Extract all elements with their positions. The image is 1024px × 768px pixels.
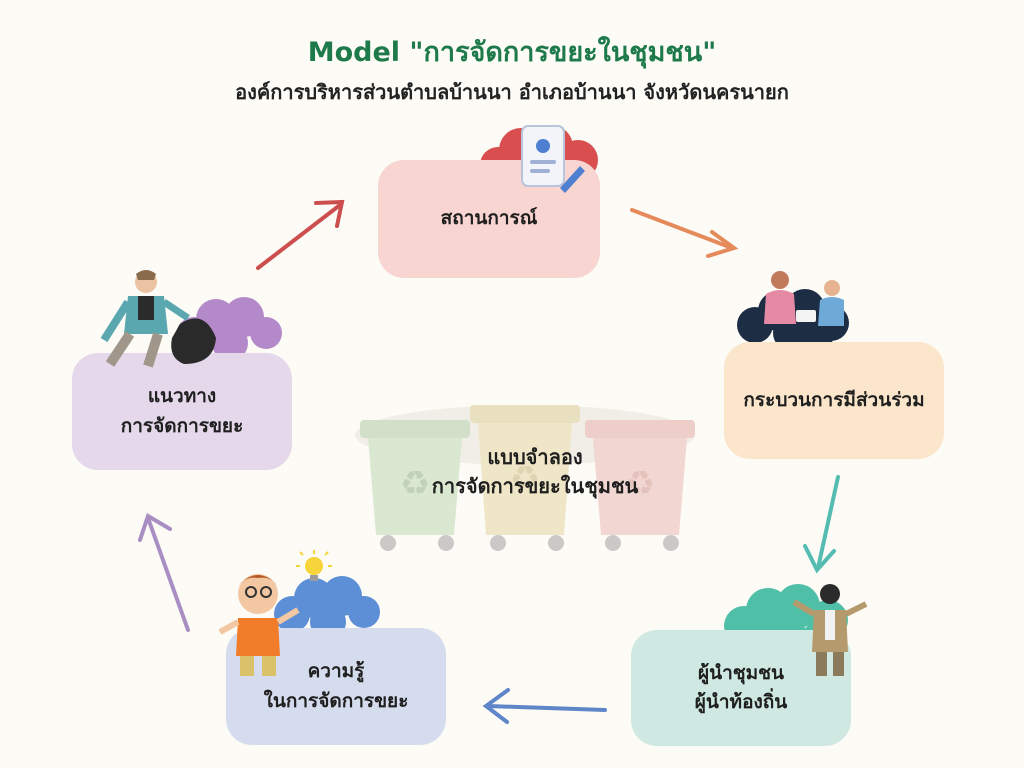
center-label-line2: การจัดการขยะในชุมชน [431,474,639,498]
thinking-boy-icon [218,574,300,676]
svg-text:♻: ♻ [625,464,655,504]
report-document-icon [521,125,585,193]
arrow-leaders-to-knowledge [482,688,607,724]
node-situation-label: สถานการณ์ [440,207,538,230]
yellow-bin-icon: ♻ [470,405,580,551]
arrow-participation-to-leaders [803,475,840,574]
node-guideline-line2: การจัดการขยะ [120,414,244,437]
arrow-situation-to-participation [630,208,739,258]
page-subtitle: องค์การบริหารส่วนตำบลบ้านนา อำเภอบ้านนา … [235,80,789,104]
node-leaders-line1: ผู้นำชุมชน [697,661,785,684]
node-leaders-line2: ผู้นำท้องถิ่น [694,691,788,713]
recycle-bins-illustration: ♻ ♻ ♻ [355,405,695,551]
arrow-knowledge-to-guideline [138,513,190,632]
svg-text:♻: ♻ [510,459,540,499]
node-participation-label: กระบวนการมีส่วนร่วม [743,388,925,411]
lightbulb-icon [296,550,332,581]
person-collecting-trash-icon [100,270,216,368]
green-bin-icon: ♻ [360,420,470,551]
node-knowledge-line2: ในการจัดการขยะ [263,689,409,712]
node-guideline: แนวทาง การจัดการขยะ [72,353,292,470]
node-knowledge-line1: ความรู้ [307,660,365,683]
arrow-guideline-to-situation [256,199,345,270]
node-participation: กระบวนการมีส่วนร่วม [724,342,944,459]
red-bin-icon: ♻ [585,420,695,551]
center-model-label: แบบจำลอง การจัดการขยะในชุมชน [380,443,690,501]
center-label-line1: แบบจำลอง [487,445,583,469]
leader-person-icon [792,584,868,676]
node-guideline-line1: แนวทาง [147,385,217,408]
page-title: Model "การจัดการขยะในชุมชน" [307,37,717,68]
svg-text:♻: ♻ [400,464,430,504]
people-discussing-icon [764,271,844,326]
